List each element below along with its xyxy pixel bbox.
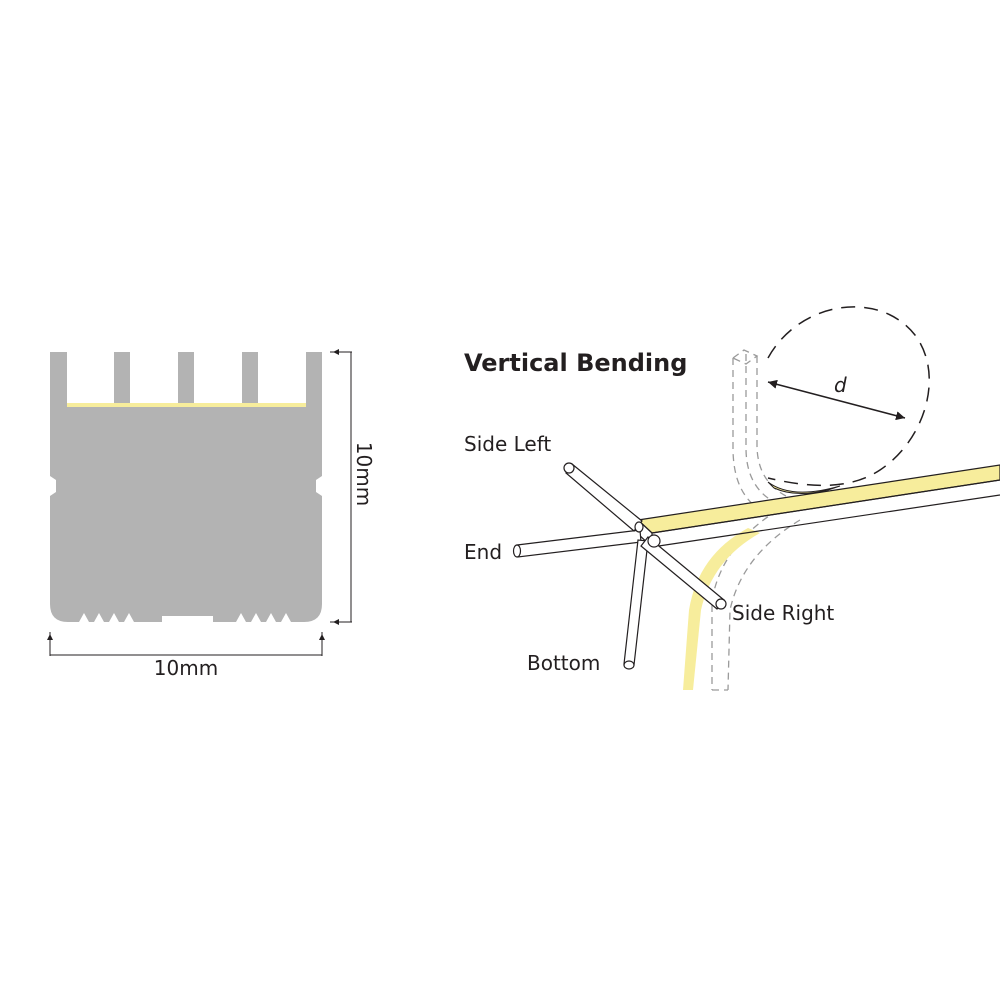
bent-up-led-curl	[767, 481, 841, 494]
end-axis-rod	[512, 529, 642, 558]
profile-cross-section: 10mm 10mm	[47, 349, 376, 680]
height-label: 10mm	[352, 442, 376, 506]
bottom-axis-rod	[623, 539, 649, 670]
bent-down-ghost	[711, 509, 801, 691]
side-left-axis-rod	[563, 462, 643, 532]
diameter-label: d	[834, 373, 847, 397]
bend-diameter-circle	[767, 306, 930, 487]
side-right-label: Side Right	[732, 601, 834, 625]
bottom-label: Bottom	[527, 651, 600, 675]
profile-body	[50, 352, 322, 622]
width-label: 10mm	[154, 656, 218, 680]
width-dimension	[47, 632, 325, 656]
led-strip-section	[67, 403, 306, 407]
height-dimension	[330, 349, 352, 625]
vertical-bending-illustration: Vertical Bending d	[464, 306, 1000, 691]
bent-down-led-strip	[683, 528, 760, 690]
side-left-label: Side Left	[464, 432, 551, 456]
diameter-arrow	[767, 379, 906, 421]
side-right-axis-rod	[634, 521, 727, 610]
bending-title: Vertical Bending	[464, 349, 687, 377]
end-label: End	[464, 540, 502, 564]
main-strip	[636, 464, 1000, 549]
